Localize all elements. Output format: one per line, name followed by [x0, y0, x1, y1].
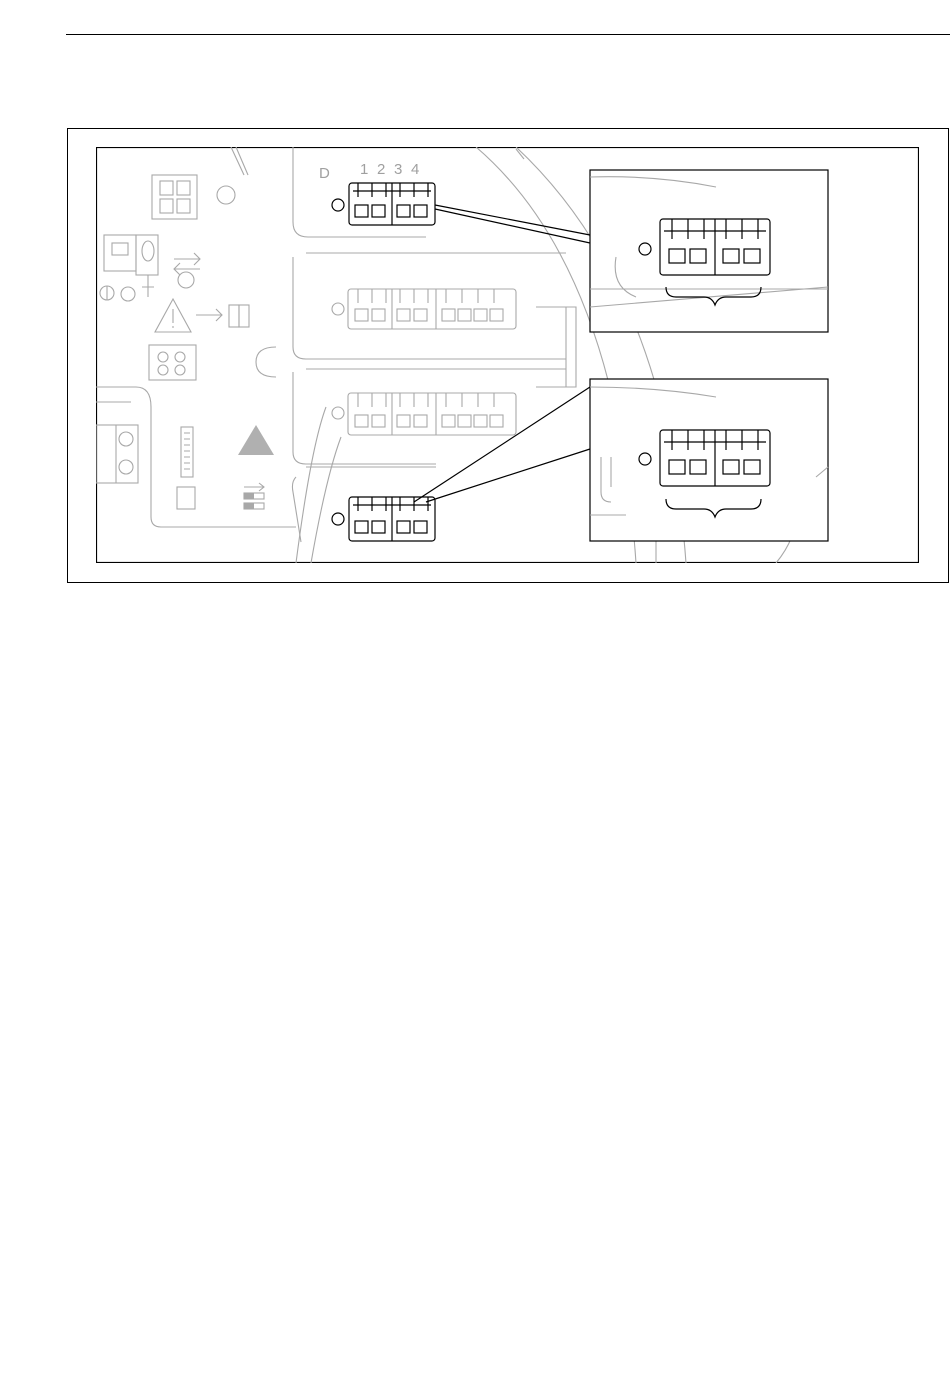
terminal-number-1: 1 — [360, 161, 368, 178]
warning-triangle-icon — [155, 299, 191, 332]
left-upper-module — [100, 175, 235, 301]
terminal-slot-top — [332, 183, 435, 225]
terminal-label-d: D — [319, 165, 330, 182]
callout-leaders — [414, 205, 590, 502]
display-strip — [177, 427, 195, 509]
terminal-slot-middle-1 — [332, 289, 516, 329]
terminal-number-4: 4 — [411, 161, 419, 178]
arrow-to-manual — [196, 309, 222, 321]
terminal-slot-middle-2 — [332, 393, 516, 435]
callout-detail-bottom — [590, 379, 828, 541]
terminal-compartment-diagram: D 1 2 3 4 — [96, 147, 919, 563]
terminal-slot-bottom — [332, 497, 435, 541]
left-lower-terminal — [96, 425, 138, 483]
dip-switch-icon — [244, 483, 264, 509]
callout-detail-top — [590, 170, 828, 332]
terminal-number-3: 3 — [394, 161, 402, 178]
esd-warning-icon — [238, 425, 274, 455]
left-quad-connector — [149, 345, 196, 380]
terminal-number-2: 2 — [377, 161, 385, 178]
book-icon — [229, 305, 249, 327]
page-header-rule — [66, 34, 950, 35]
